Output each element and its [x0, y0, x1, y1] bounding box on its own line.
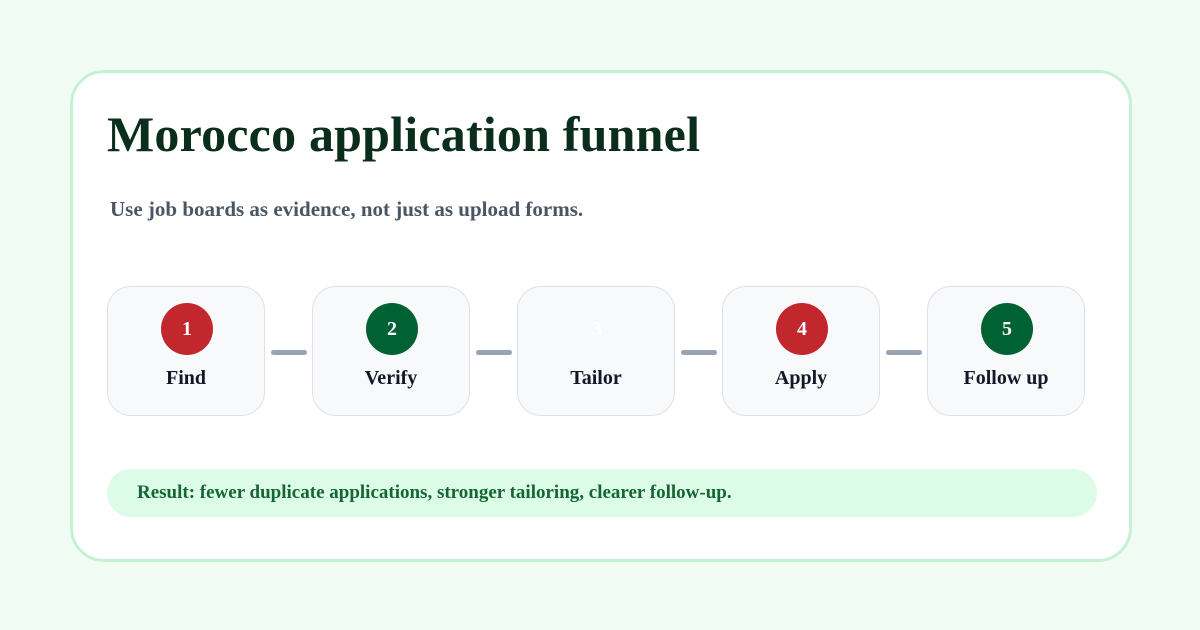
step-apply: 4 Apply — [722, 286, 880, 416]
page-title: Morocco application funnel — [107, 106, 701, 162]
step-find: 1 Find — [107, 286, 265, 416]
step-number-badge: 1 — [161, 303, 213, 355]
step-follow-up: 5 Follow up — [927, 286, 1085, 416]
step-connector — [476, 350, 512, 355]
step-number-badge: 4 — [776, 303, 828, 355]
page-subtitle: Use job boards as evidence, not just as … — [110, 197, 584, 221]
step-number-badge: 2 — [366, 303, 418, 355]
step-tailor: 3 Tailor — [517, 286, 675, 416]
step-number-badge: 5 — [981, 303, 1033, 355]
step-connector — [271, 350, 307, 355]
step-label: Follow up — [963, 367, 1049, 389]
step-label: Find — [165, 367, 207, 389]
step-connector — [886, 350, 922, 355]
result-banner: Result: fewer duplicate applications, st… — [107, 469, 1097, 517]
step-number-badge: 3 — [592, 318, 602, 340]
step-label: Verify — [364, 367, 418, 389]
step-label: Apply — [774, 367, 828, 389]
funnel-card: Morocco application funnel Use job board… — [70, 70, 1132, 562]
step-connector — [681, 350, 717, 355]
step-label: Tailor — [570, 367, 622, 389]
step-verify: 2 Verify — [312, 286, 470, 416]
